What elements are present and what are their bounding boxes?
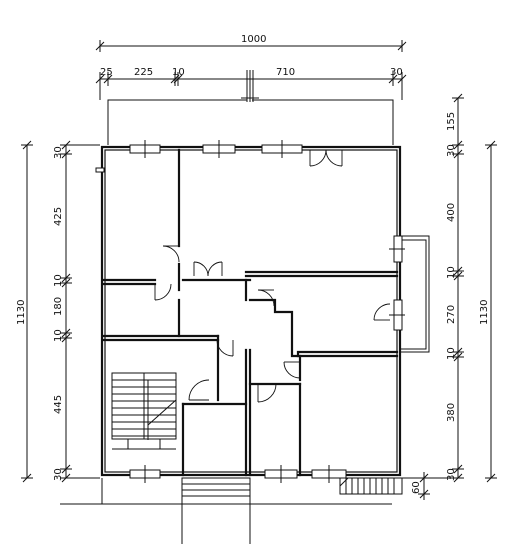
top-dimension-2: 225 — [134, 67, 153, 78]
left-dimension-7: 30 — [53, 468, 64, 481]
interior-walls — [102, 148, 399, 477]
outdoor-stair — [339, 477, 403, 495]
left-overall-dimension: 1130 — [16, 300, 27, 325]
right-dimension-6: 10 — [446, 347, 457, 360]
balcony — [400, 235, 430, 353]
top-dimension-3: 10 — [172, 67, 185, 78]
staircase — [111, 372, 177, 450]
right-dimension-5: 270 — [446, 305, 457, 324]
left-dimension-1: 30 — [53, 146, 64, 159]
right-dimension-8: 30 — [446, 468, 457, 481]
left-dimension-5: 10 — [53, 329, 64, 342]
right-dimension-3: 400 — [446, 203, 457, 222]
top-dimension-4: 710 — [276, 67, 295, 78]
right-dimension-7: 380 — [446, 403, 457, 422]
top-dimension-lines — [95, 40, 407, 100]
right-overall-dimension: 1130 — [479, 300, 490, 325]
left-dimension-4: 180 — [53, 297, 64, 316]
top-dimension-5: 30 — [390, 67, 403, 78]
left-dimension-6: 445 — [53, 395, 64, 414]
right-dimension-1: 155 — [446, 112, 457, 131]
left-dimension-3: 10 — [53, 274, 64, 287]
step-depth-dimension: 60 — [411, 481, 422, 494]
right-dimension-lines — [402, 93, 497, 500]
terrace-outline — [107, 70, 394, 145]
left-dimension-2: 425 — [53, 207, 64, 226]
top-overall-dimension: 1000 — [241, 34, 266, 45]
top-dimension-1: 25 — [100, 67, 113, 78]
right-dimension-4: 10 — [446, 266, 457, 279]
doors — [154, 149, 391, 403]
right-dimension-2: 30 — [446, 144, 457, 157]
entrance-steps — [60, 477, 392, 544]
windows — [95, 140, 405, 483]
left-dimension-lines — [21, 140, 100, 483]
